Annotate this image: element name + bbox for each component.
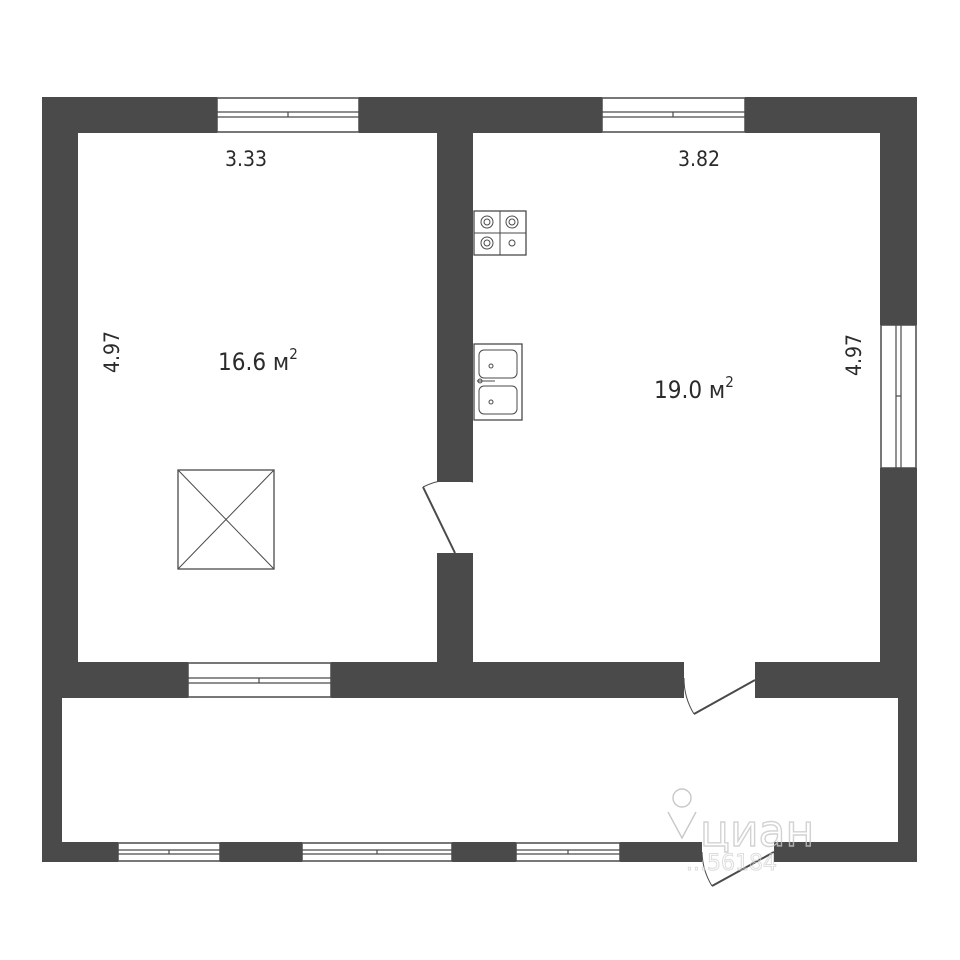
wall-bottom-3	[452, 842, 516, 862]
sink-icon	[473, 343, 523, 421]
watermark-brand: циан	[700, 806, 814, 857]
wall-bottom-5	[774, 842, 917, 862]
wall-right-veranda	[898, 660, 917, 862]
wall-top-2	[359, 97, 602, 133]
stove-icon	[473, 210, 527, 256]
wall-mid-2	[331, 662, 684, 698]
watermark-logo-icon	[667, 788, 697, 840]
room-left-width: 3.33	[225, 147, 267, 171]
wall-bottom-2	[220, 842, 302, 862]
wall-mid-3	[755, 662, 917, 698]
door-entrance	[701, 851, 775, 887]
watermark-id: ...56184	[686, 851, 777, 876]
room-right-area: 19.0 м2	[654, 373, 734, 404]
wall-left-lower	[42, 660, 62, 862]
room-left-area: 16.6 м2	[218, 345, 298, 376]
room-left-labels: 3.33 4.97 16.6 м2	[100, 147, 298, 376]
windows	[117, 97, 917, 862]
wall-mid-1	[42, 662, 188, 698]
window-mid	[187, 662, 332, 698]
wall-partition-upper	[437, 97, 473, 482]
room-left-height: 4.97	[100, 331, 124, 373]
window-top-right	[601, 97, 746, 133]
wall-right-lower	[880, 468, 917, 698]
door-veranda	[683, 677, 756, 715]
walls	[42, 97, 917, 862]
wall-bottom-1	[42, 842, 118, 862]
doors	[422, 479, 775, 887]
window-top-left	[216, 97, 360, 133]
wall-right-upper	[880, 97, 917, 325]
hatch-icon	[177, 469, 275, 570]
window-bottom-2	[301, 842, 453, 862]
room-right-width: 3.82	[678, 147, 720, 171]
window-bottom-3	[515, 842, 621, 862]
room-right-height: 4.97	[842, 334, 866, 376]
watermark: циан ...56184	[667, 788, 815, 877]
room-right-labels: 3.82 4.97 19.0 м2	[654, 147, 866, 404]
wall-left-upper	[42, 97, 78, 697]
window-bottom-1	[117, 842, 221, 862]
door-interior	[422, 479, 474, 554]
wall-bottom-4	[620, 842, 702, 862]
window-right	[880, 324, 917, 469]
